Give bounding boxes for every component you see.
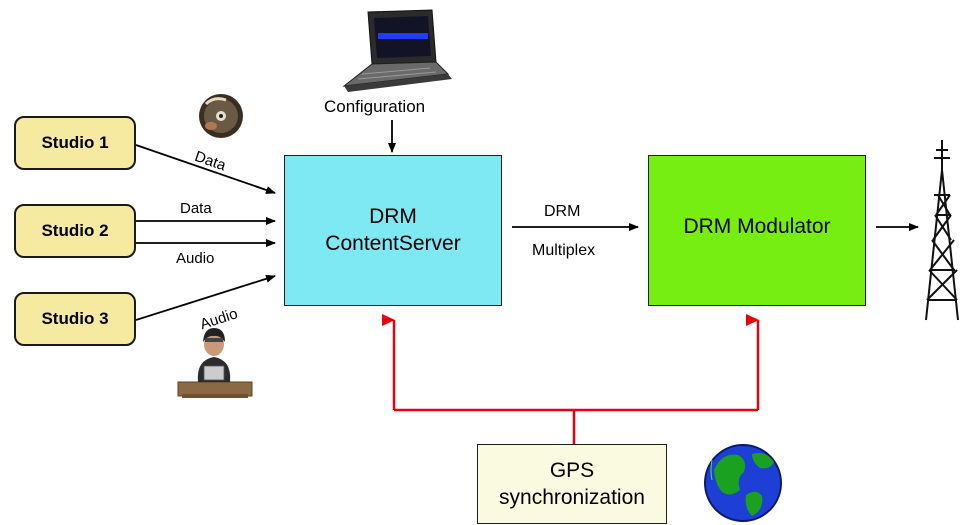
sync-lines [382,314,760,444]
cd-disc-icon [199,94,243,138]
studio-1-box: Studio 1 [14,116,136,170]
studio-2-box: Studio 2 [14,204,136,258]
gps-title-line2: synchronization [499,486,645,509]
presenter-icon [177,328,253,398]
content-server-title-line2: ContentServer [325,231,461,255]
transmitter-tower-icon [925,140,959,321]
globe-icon [704,444,782,522]
studio1-data-arrow [135,144,276,194]
gps-title-line1: GPS [549,458,595,482]
gps-sync-box: GPS synchronization [477,444,667,524]
multiplex-label-line2: Multiplex [532,242,596,259]
content-server-title-line1: DRM [369,205,417,229]
studio2-data-label: Data [180,200,212,217]
studio3-audio-arrow [135,274,276,321]
studio-3-label: Studio 3 [41,309,109,328]
studio2-audio-label: Audio [176,250,215,267]
modulator-box: DRM Modulator [648,155,866,306]
laptop-icon [342,9,452,92]
configuration-label: Configuration [324,97,426,116]
modulator-title: DRM Modulator [683,215,831,238]
multiplex-label-line1: DRM [544,203,581,220]
studio-3-box: Studio 3 [14,292,136,346]
studio-1-label: Studio 1 [41,133,109,152]
studio-2-label: Studio 2 [41,221,109,240]
content-server-box: DRM ContentServer [284,155,502,306]
